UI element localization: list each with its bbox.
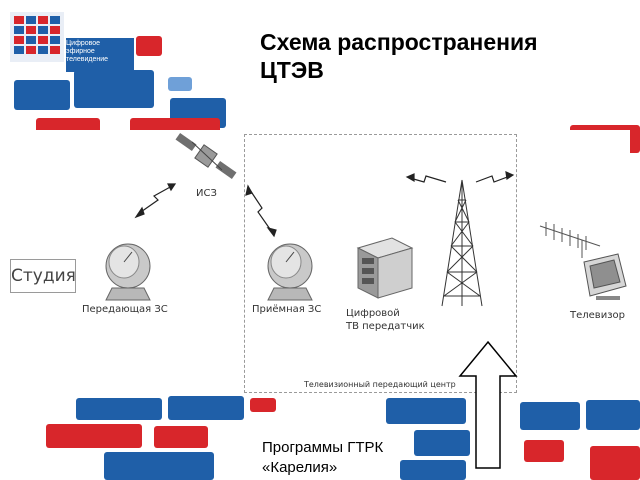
programs-text: Программы ГТРК «Карелия» [262,439,384,476]
broadcast-signal-icon [405,171,515,183]
logo [10,12,134,72]
signal-link-uplink [134,183,177,219]
bg-block [46,424,142,448]
broadcast-center-label: Телевизионный передающий центр [304,380,456,389]
receive-station-label: Приёмная ЗС [252,304,322,315]
bg-block [250,398,276,412]
bg-block [586,400,640,430]
bg-block [104,452,214,480]
tower-icon [441,179,483,307]
bg-block [414,430,470,456]
satellite-label: ИСЗ [196,188,217,199]
antenna-icon [539,222,601,258]
bg-block [400,460,466,480]
bg-block [74,70,154,108]
logo-text: Цифровое эфирное телевидение [66,40,109,63]
slide-title: Схема распространения ЦТЭВ [260,29,538,83]
bg-block [14,80,70,110]
transmit-dish-icon [105,243,151,301]
broadcast-center-box [244,134,517,393]
bg-block [168,77,192,91]
tv-icon [583,253,627,300]
receive-dish-icon [267,243,313,301]
transmitter-label: Цифровой ТВ передатчик [346,308,425,332]
input-arrow-icon [458,340,518,469]
bg-block [520,402,580,430]
studio-box: Студия [10,259,76,293]
bg-block [154,426,208,448]
bg-block [524,440,564,462]
transmitter-icon [356,237,414,299]
tv-label: Телевизор [570,310,625,321]
bg-block [76,398,162,420]
bg-block [590,446,640,480]
bg-block [168,396,244,420]
satellite-icon [175,132,237,180]
signal-link-downlink [245,184,277,238]
programs-caption: Программы ГТРК «Карелия» [262,438,402,478]
bg-block [386,398,466,424]
bg-block [136,36,162,56]
transmit-station-label: Передающая ЗС [82,304,168,315]
